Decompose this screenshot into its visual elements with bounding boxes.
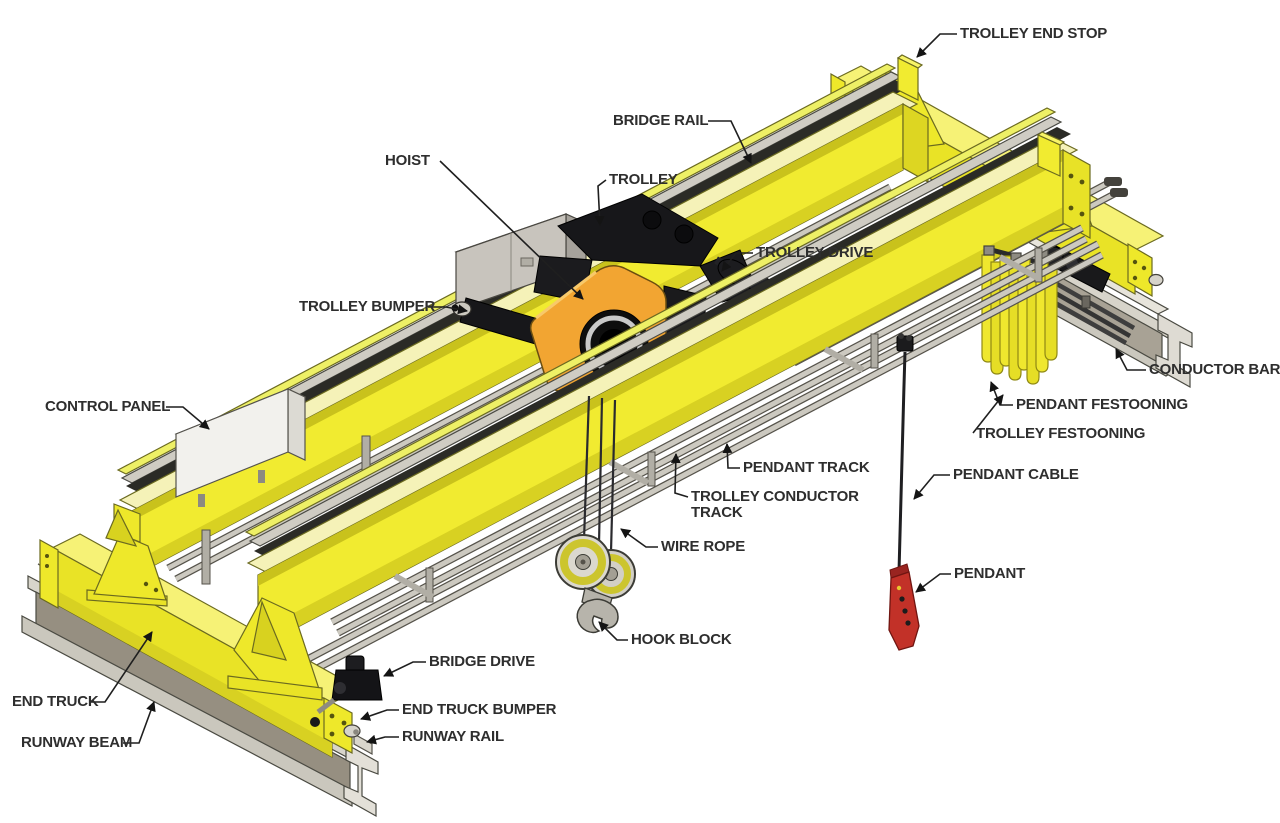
trolley-conductor-track bbox=[330, 224, 1088, 637]
pendant-track bbox=[304, 240, 1104, 675]
bridge-drive-motor bbox=[316, 655, 383, 714]
leader-lines bbox=[91, 33, 1146, 745]
label-trolley-festooning: TROLLEY FESTOONING bbox=[976, 425, 1146, 442]
label-trolley-drive: TROLLEY DRIVE bbox=[756, 244, 874, 261]
label-runway-rail: RUNWAY RAIL bbox=[402, 728, 504, 745]
label-runway-beam: RUNWAY BEAM bbox=[21, 734, 133, 751]
label-end-truck: END TRUCK bbox=[12, 693, 99, 710]
hook-block bbox=[555, 534, 636, 634]
label-hook-block: HOOK BLOCK bbox=[631, 631, 732, 648]
label-trolley-end-stop: TROLLEY END STOP bbox=[960, 25, 1108, 42]
label-pendant-festooning: PENDANT FESTOONING bbox=[1016, 396, 1188, 413]
pendant-cable bbox=[896, 333, 914, 573]
wire-rope bbox=[582, 395, 617, 553]
label-control-panel: CONTROL PANEL bbox=[45, 398, 171, 415]
pendant bbox=[888, 563, 920, 651]
label-hoist: HOIST bbox=[385, 152, 430, 169]
bridge-girder-near bbox=[244, 107, 1091, 649]
label-conductor-bar: CONDUCTOR BAR bbox=[1149, 361, 1280, 378]
label-bridge-drive: BRIDGE DRIVE bbox=[429, 653, 535, 670]
label-trolley-conductor-track: TROLLEY CONDUCTOR TRACK bbox=[691, 488, 859, 522]
girder-gussets-near bbox=[86, 503, 323, 701]
track-support-posts bbox=[393, 247, 1043, 603]
label-pendant-track: PENDANT TRACK bbox=[743, 459, 870, 476]
label-wire-rope: WIRE ROPE bbox=[661, 538, 746, 555]
label-end-truck-bumper: END TRUCK BUMPER bbox=[402, 701, 557, 718]
trolley-end-stop-near bbox=[1036, 131, 1066, 177]
label-pendant: PENDANT bbox=[954, 565, 1026, 582]
conductor-bar bbox=[1048, 278, 1136, 345]
trolley-end-stop-far bbox=[896, 54, 924, 101]
label-trolley: TROLLEY bbox=[609, 171, 678, 188]
end-truck-bumper bbox=[343, 724, 361, 738]
label-pendant-cable: PENDANT CABLE bbox=[953, 466, 1079, 483]
label-bridge-rail: BRIDGE RAIL bbox=[613, 112, 709, 129]
label-trolley-bumper: TROLLEY BUMPER bbox=[299, 298, 436, 315]
